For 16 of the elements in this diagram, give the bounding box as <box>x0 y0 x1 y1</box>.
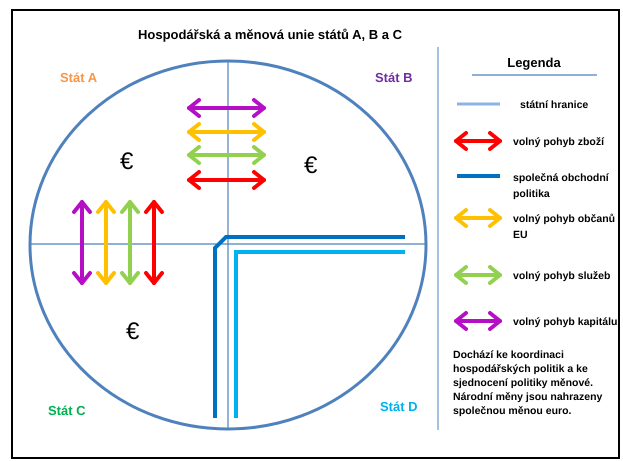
euro-symbol: € <box>304 152 318 180</box>
legend-label: státní hranice <box>520 98 590 113</box>
legend-label: společná obchodní politika <box>513 171 610 202</box>
state-label: Stát C <box>48 403 86 418</box>
legend-title: Legenda <box>506 55 562 70</box>
state-label: Stát A <box>60 70 98 85</box>
note-text: Dochází ke koordinaci hospodářských politik a ke sjednocení politiky měnové. Národní měny jsou nahrazeny společnou měnou euro. <box>453 348 604 418</box>
state-label: Stát B <box>375 70 413 85</box>
euro-symbol: € <box>126 318 140 346</box>
diagram-title: Hospodářská a měnová unie států A, B a C <box>137 27 403 42</box>
legend-label: volný pohyb kapitálu <box>513 315 618 330</box>
euro-symbol: € <box>120 148 134 176</box>
legend-label: volný pohyb služeb <box>513 269 612 284</box>
state-label: Stát D <box>380 399 418 414</box>
legend-label: volný pohyb občanů EU <box>513 212 616 243</box>
legend-label: volný pohyb zboží <box>513 135 606 150</box>
